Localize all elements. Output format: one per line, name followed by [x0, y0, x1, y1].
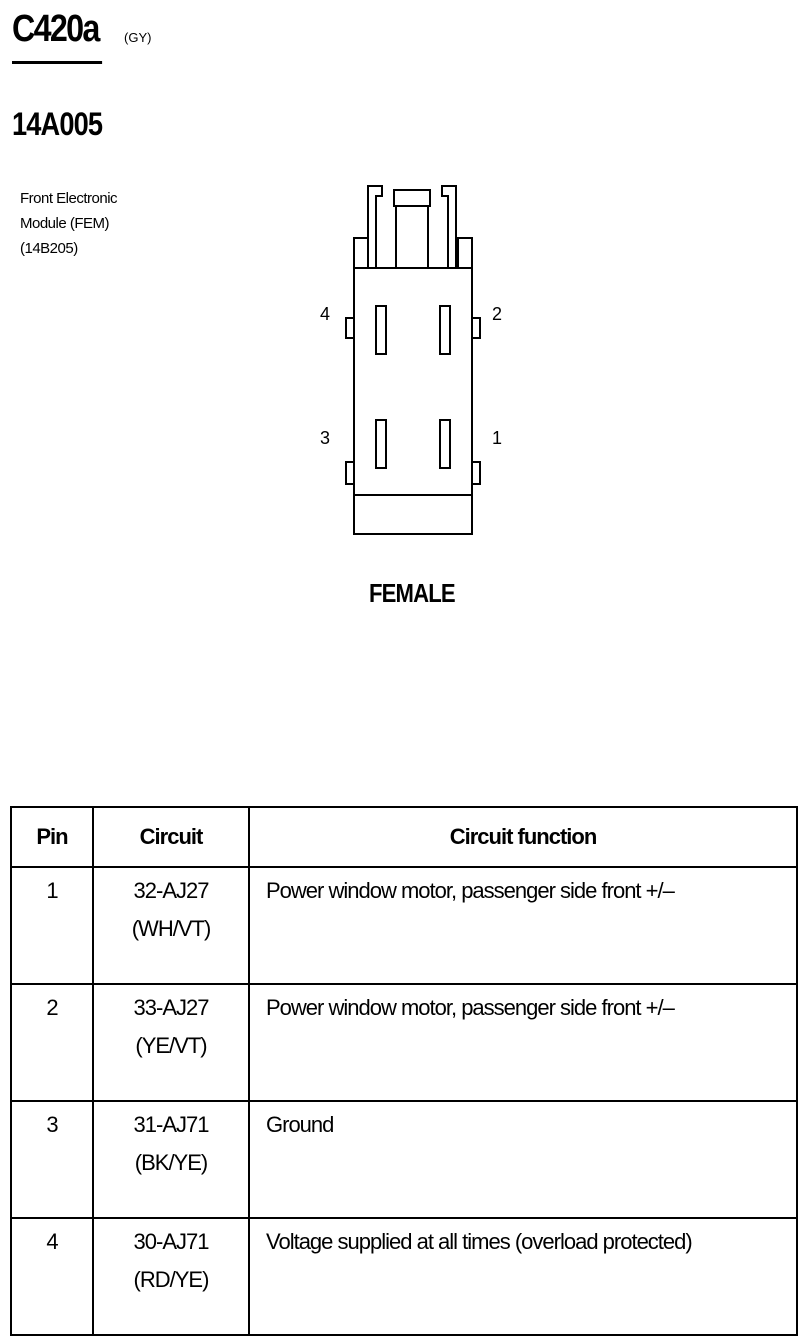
pinout-table: Pin Circuit Circuit function 1 32-AJ27 (…: [10, 806, 798, 1336]
connector-side-rib: [353, 237, 369, 269]
wire-color: (RD/YE): [133, 1267, 210, 1292]
wire-color: (WH/VT): [131, 916, 212, 941]
table-row: 4 30-AJ71 (RD/YE) Voltage supplied at al…: [10, 1217, 798, 1336]
cell-circuit: 31-AJ71 (BK/YE): [92, 1100, 250, 1219]
cell-function: Power window motor, passenger side front…: [248, 866, 798, 985]
table-row: 1 32-AJ27 (WH/VT) Power window motor, pa…: [10, 866, 798, 985]
table-row: 3 31-AJ71 (BK/YE) Ground: [10, 1100, 798, 1219]
header-function: Circuit function: [248, 806, 798, 868]
pin-label-4: 4: [320, 304, 331, 324]
cell-circuit: 33-AJ27 (YE/VT): [92, 983, 250, 1102]
connector-key-tab: [471, 317, 481, 339]
connector-key-tab: [471, 461, 481, 485]
cell-function: Power window motor, passenger side front…: [248, 983, 798, 1102]
pin-label-1: 1: [492, 428, 503, 448]
component-description: Front Electronic Module (FEM) (14B205): [20, 186, 118, 261]
connector-body: [353, 267, 473, 535]
cell-circuit: 32-AJ27 (WH/VT): [92, 866, 250, 985]
terminal-cavity-4: [375, 305, 387, 355]
circuit-number: 31-AJ71: [133, 1112, 210, 1137]
pin-label-3: 3: [320, 428, 331, 448]
connector-latch: [367, 185, 383, 268]
table-header-row: Pin Circuit Circuit function: [10, 806, 798, 868]
pin-label-2: 2: [492, 304, 503, 324]
description-line: Front Electronic: [20, 190, 118, 207]
connector-title-block: C420a: [12, 8, 118, 64]
wire-color: (BK/YE): [134, 1150, 208, 1175]
cell-circuit: 30-AJ71 (RD/YE): [92, 1217, 250, 1336]
circuit-number: 32-AJ27: [133, 878, 210, 903]
header-pin: Pin: [10, 806, 94, 868]
description-line: (14B205): [20, 240, 78, 257]
gender-label: FEMALE: [369, 578, 456, 608]
connector-diagram: [345, 185, 481, 535]
connector-side-rib: [457, 237, 473, 269]
description-line: Module (FEM): [20, 215, 110, 232]
connector-locking-tab: [395, 205, 429, 269]
table-row: 2 33-AJ27 (YE/VT) Power window motor, pa…: [10, 983, 798, 1102]
cell-pin: 2: [10, 983, 94, 1102]
connector-latch: [441, 185, 457, 268]
circuit-number: 30-AJ71: [133, 1229, 210, 1254]
terminal-cavity-1: [439, 419, 451, 469]
circuit-number: 33-AJ27: [133, 995, 210, 1020]
connector-key-tab: [345, 317, 355, 339]
connector-key-tab: [345, 461, 355, 485]
part-number: 14A005: [12, 106, 103, 142]
cell-function: Voltage supplied at all times (overload …: [248, 1217, 798, 1336]
header-circuit: Circuit: [92, 806, 250, 868]
connector-title: C420a: [12, 8, 103, 64]
wire-color: (YE/VT): [135, 1033, 207, 1058]
terminal-cavity-2: [439, 305, 451, 355]
cell-pin: 1: [10, 866, 94, 985]
connector-locking-tab: [393, 189, 431, 207]
cell-pin: 3: [10, 1100, 94, 1219]
cell-pin: 4: [10, 1217, 94, 1336]
cell-function: Ground: [248, 1100, 798, 1219]
terminal-cavity-3: [375, 419, 387, 469]
connector-color-code: (GY): [124, 30, 152, 45]
